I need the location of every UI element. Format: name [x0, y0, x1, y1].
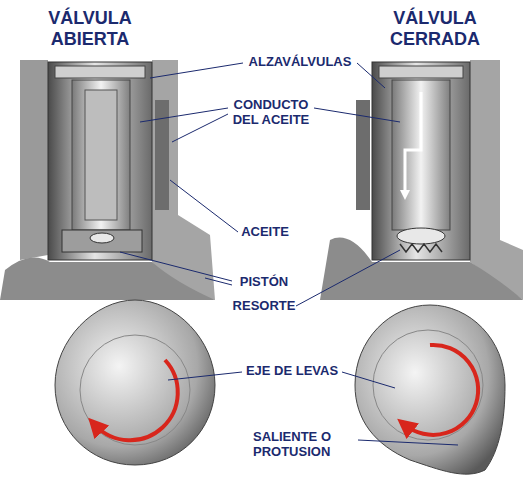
- panel-heading: VÁLVULA CERRADA: [380, 8, 490, 49]
- panel-heading: VÁLVULA ABIERTA: [35, 8, 145, 49]
- part-label: EJE DE LEVAS: [232, 364, 352, 379]
- part-label: PISTÓN: [224, 275, 304, 290]
- part-label: ALZAVÁLVULAS: [225, 55, 375, 70]
- part-label: SALIENTE O PROTUSION: [253, 430, 357, 460]
- leader-lines: [120, 63, 458, 445]
- part-label: RESORTE: [224, 299, 304, 314]
- part-label: CONDUCTO DEL ACEITE: [223, 98, 319, 128]
- part-label: ACEITE: [225, 225, 305, 240]
